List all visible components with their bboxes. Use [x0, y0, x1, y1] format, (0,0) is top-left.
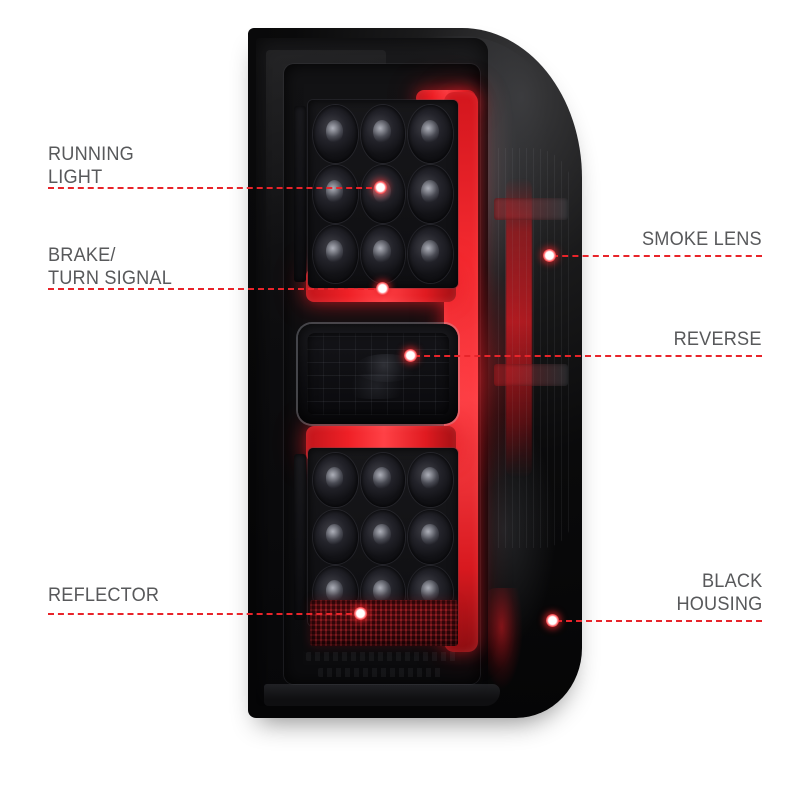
- led-edge-column-upper: [294, 106, 306, 282]
- led-bulb: [408, 509, 453, 564]
- callout-line-brake-turn-signal: [48, 288, 384, 290]
- embossed-marking-line-1: [306, 652, 456, 661]
- callout-line-running-light: [48, 187, 382, 189]
- led-bulb: [313, 105, 358, 163]
- callout-label-running-light: RUNNING LIGHT: [48, 143, 134, 188]
- led-bulb: [408, 105, 453, 163]
- housing-tab-upper: [494, 198, 568, 220]
- callout-line-reflector: [48, 613, 362, 615]
- running-light-led-cluster: [308, 100, 458, 288]
- led-bulb: [360, 225, 406, 283]
- embossed-marking-line-2: [318, 668, 444, 677]
- reverse-lamp-bulb: [343, 374, 410, 399]
- callout-dot-running-light: [374, 181, 387, 194]
- led-edge-column-lower: [294, 454, 306, 620]
- led-row: [313, 509, 453, 564]
- housing-tab-lower: [494, 364, 568, 386]
- reverse-lamp-chamber: [298, 324, 458, 424]
- led-bulb: [313, 165, 358, 223]
- reverse-lamp-reflector: [307, 333, 449, 415]
- led-row: [313, 225, 453, 283]
- callout-label-smoke-lens: SMOKE LENS: [642, 228, 762, 250]
- led-row: [313, 165, 453, 223]
- callout-dot-brake-turn-signal: [376, 282, 389, 295]
- callout-label-reflector: REFLECTOR: [48, 584, 160, 606]
- led-bulb: [313, 509, 358, 564]
- callout-line-black-housing: [556, 620, 762, 622]
- callout-line-smoke-lens: [552, 255, 762, 257]
- side-marker-glow: [506, 178, 532, 478]
- led-bulb: [360, 105, 406, 163]
- callout-label-reverse: REVERSE: [674, 328, 762, 350]
- led-bulb: [313, 225, 358, 283]
- callout-dot-smoke-lens: [543, 249, 556, 262]
- callout-dot-black-housing: [546, 614, 559, 627]
- housing-base-lip: [264, 684, 500, 706]
- led-bulb: [360, 509, 406, 564]
- callout-dot-reverse: [404, 349, 417, 362]
- led-bulb: [360, 453, 406, 507]
- led-row: [313, 453, 453, 507]
- callout-label-black-housing: BLACK HOUSING: [676, 570, 762, 615]
- led-row: [313, 105, 453, 163]
- callout-label-brake-turn-signal: BRAKE/ TURN SIGNAL: [48, 244, 172, 289]
- reflector-strip: [310, 600, 458, 646]
- led-bulb: [408, 165, 453, 223]
- callout-line-reverse: [414, 355, 762, 357]
- led-bulb: [313, 453, 358, 507]
- led-bulb: [408, 453, 453, 507]
- led-bulb: [360, 165, 406, 223]
- callout-dot-reflector: [354, 607, 367, 620]
- led-bulb: [408, 225, 453, 283]
